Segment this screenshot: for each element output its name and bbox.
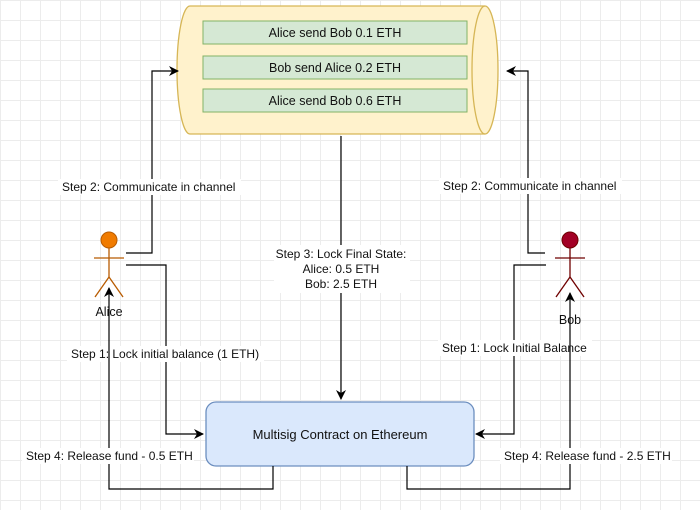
- label-bg: [22, 448, 194, 464]
- edge-bob-to-channel: [506, 66, 545, 254]
- label-alice-lock: Step 1: Lock initial balance (1 ETH): [71, 347, 259, 361]
- cylinder-end-arc: [471, 5, 486, 135]
- label-lock-final-alice: Alice: 0.5 ETH: [303, 262, 380, 276]
- actor-alice: Alice: [94, 231, 124, 319]
- multisig-contract-box: [205, 401, 475, 467]
- bob-right-leg: [569, 276, 585, 298]
- label-bg: [58, 179, 241, 195]
- channel-message-text: Alice send Bob 0.1 ETH: [269, 26, 402, 40]
- channel-message: Alice send Bob 0.1 ETH: [202, 20, 468, 45]
- channel-message-box: [202, 20, 468, 45]
- actor-bob: Bob: [555, 231, 585, 327]
- edge-alice-to-channel: [126, 66, 179, 254]
- alice-left-leg: [94, 276, 110, 298]
- multisig-contract-label: Multisig Contract on Ethereum: [253, 427, 428, 442]
- label-alice-release: Step 4: Release fund - 0.5 ETH: [26, 449, 193, 463]
- label-bg: [438, 340, 592, 356]
- label-bg: [67, 346, 264, 362]
- channel-message-box: [202, 55, 468, 80]
- channel-message-text: Alice send Bob 0.6 ETH: [269, 94, 402, 108]
- label-alice-communicate: Step 2: Communicate in channel: [62, 180, 235, 194]
- label-bg: [439, 178, 622, 194]
- channel-message: Bob send Alice 0.2 ETH: [202, 55, 468, 80]
- alice-right-leg: [108, 276, 124, 298]
- label-bob-lock: Step 1: Lock Initial Balance: [442, 341, 587, 355]
- alice-head: [100, 231, 118, 249]
- label-lock-final-title: Step 3: Lock Final State:: [276, 247, 407, 261]
- actor-bob-label: Bob: [559, 313, 581, 327]
- channel-message: Alice send Bob 0.6 ETH: [202, 88, 468, 113]
- actor-alice-label: Alice: [95, 305, 122, 319]
- label-bg: [500, 448, 672, 464]
- edge-release-to-alice: [104, 287, 274, 490]
- label-bg: [274, 245, 410, 293]
- channel-message-box: [202, 88, 468, 113]
- bob-left-leg: [555, 276, 571, 298]
- label-bob-communicate: Step 2: Communicate in channel: [443, 179, 616, 193]
- label-bob-release: Step 4: Release fund - 2.5 ETH: [504, 449, 671, 463]
- edge-release-to-bob: [406, 292, 575, 490]
- bob-head: [561, 231, 579, 249]
- channel-message-text: Bob send Alice 0.2 ETH: [269, 61, 401, 75]
- label-lock-final-bob: Bob: 2.5 ETH: [305, 277, 377, 291]
